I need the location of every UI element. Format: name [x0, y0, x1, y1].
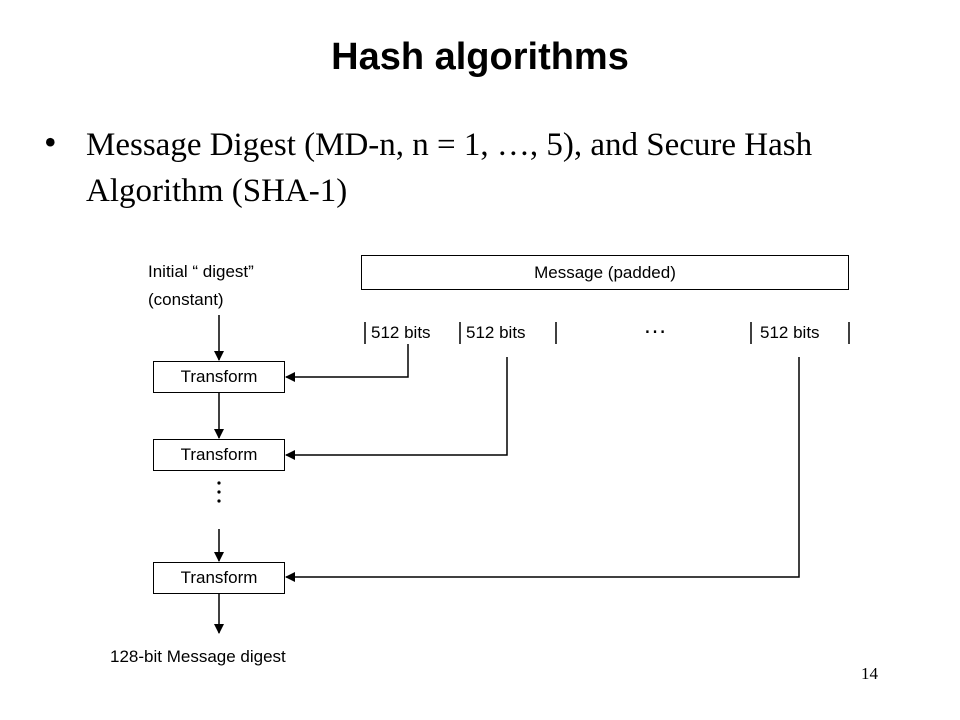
output-digest-label: 128-bit Message digest	[110, 647, 286, 666]
block-label: 512 bits	[371, 323, 431, 342]
block-ellipsis: …	[643, 312, 667, 339]
transform-box: Transform	[153, 439, 285, 471]
message-padded-box: Message (padded)	[361, 255, 849, 290]
slide-title: Hash algorithms	[331, 36, 629, 78]
blockN-to-transformN	[285, 357, 800, 582]
bullet-text: Message Digest (MD-n, n = 1, …, 5), and …	[86, 127, 813, 209]
initial-digest-constant-label: (constant)	[148, 290, 224, 309]
block-label: 512 bits	[760, 323, 820, 342]
transform-box: Transform	[153, 361, 285, 393]
initial-digest-label: Initial “ digest”	[148, 262, 254, 281]
bullet-marker: •	[44, 122, 57, 162]
vertical-ellipsis-dot	[217, 499, 221, 503]
transform-box: Transform	[153, 562, 285, 594]
vertical-ellipsis-dot	[217, 490, 221, 494]
block1-to-transform1	[285, 344, 409, 382]
block2-to-transform2	[285, 357, 508, 460]
vertical-ellipsis-dot	[217, 481, 221, 485]
page-number: 14	[861, 664, 878, 683]
block-label: 512 bits	[466, 323, 526, 342]
